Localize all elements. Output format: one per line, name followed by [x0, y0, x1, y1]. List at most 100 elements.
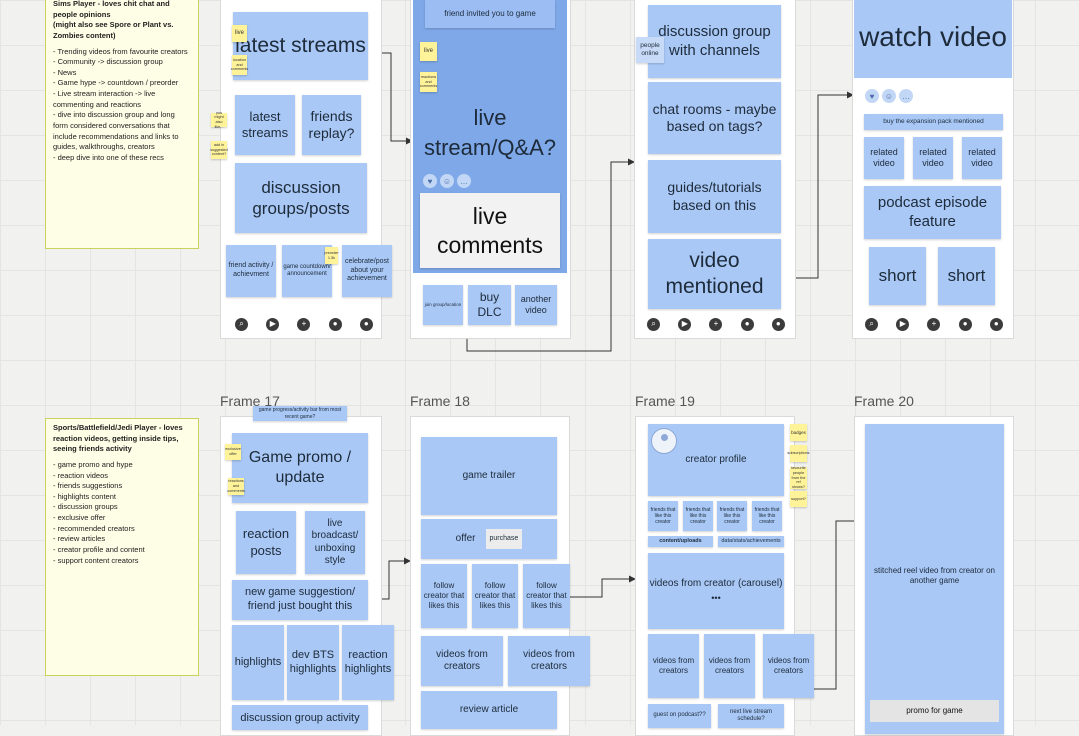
note-line: - reaction videos	[53, 470, 109, 480]
smile-icon[interactable]: ☺	[440, 174, 454, 188]
card-latest-streams[interactable]: latest streams	[235, 95, 295, 155]
card-guides[interactable]: guides/tutorials based on this	[648, 160, 781, 233]
heart-icon[interactable]: ♥	[865, 89, 879, 103]
card-discussion-channels[interactable]: discussion group with channels	[648, 5, 781, 78]
profile-icon[interactable]: ●	[359, 317, 373, 331]
card-game-trailer[interactable]: game trailer	[421, 437, 557, 515]
persona-note-sims: Sims Player - loves chit chat and people…	[45, 0, 199, 249]
frame-title: Frame 19	[635, 393, 695, 409]
play-icon[interactable]: ▶	[266, 317, 280, 331]
card-discussion-activity[interactable]: discussion group activity	[232, 705, 368, 730]
card-stitched-reel[interactable]: stitched reel video from creator on anot…	[865, 424, 1004, 734]
card-friends-like[interactable]: friends that like this creator	[752, 501, 782, 531]
card-offer[interactable]: offer purchase	[421, 519, 557, 559]
carousel-dots[interactable]: •••	[711, 592, 721, 603]
sticky-live: live	[232, 25, 247, 42]
plus-icon[interactable]: +	[927, 317, 941, 331]
note-line: - deep dive into one of these recs	[53, 152, 164, 162]
comment-icon[interactable]: …	[457, 174, 471, 188]
card-join-group[interactable]: join group/location	[423, 285, 463, 325]
card-videos-from-creators[interactable]: videos from creators	[648, 634, 699, 698]
card-buy-dlc[interactable]: buy DLC	[468, 285, 511, 325]
card-reaction-highlights[interactable]: reaction highlights	[342, 625, 394, 700]
card-videos-from-creators[interactable]: videos from creators	[508, 636, 590, 686]
frame-title: Frame 17	[220, 393, 280, 409]
sticky-reactions-comments: reactions and comments	[227, 478, 245, 495]
persona-title: Sims Player - loves chit chat and people…	[53, 0, 174, 40]
card-related-video[interactable]: related video	[864, 137, 904, 179]
note-line: - discussion groups	[53, 502, 118, 512]
card-friends-like[interactable]: friends that like this creator	[717, 501, 747, 531]
card-promo-game[interactable]: promo for game	[870, 700, 999, 722]
smile-icon[interactable]: ☺	[882, 89, 896, 103]
play-icon[interactable]: ▶	[678, 317, 692, 331]
card-related-video[interactable]: related video	[962, 137, 1002, 179]
persona-title: Sports/Battlefield/Jedi Player - loves r…	[53, 423, 183, 454]
card-podcast[interactable]: podcast episode feature	[864, 186, 1001, 239]
chat-icon[interactable]: ●	[328, 317, 342, 331]
card-friends-replay[interactable]: friends replay?	[302, 95, 361, 155]
comment-icon[interactable]: …	[899, 89, 913, 103]
note-line: - Game hype -> countdown / preorder	[53, 78, 179, 88]
card-videos-from-creators[interactable]: videos from creators	[421, 636, 503, 686]
card-discussion-groups[interactable]: discussion groups/posts	[235, 163, 367, 233]
heart-icon[interactable]: ♥	[423, 174, 437, 188]
card-watch-video[interactable]: watch video	[854, 0, 1012, 78]
plus-icon[interactable]: +	[709, 317, 723, 331]
frame-title: Frame 20	[854, 393, 914, 409]
live-stream-title: live stream/Q&A?	[423, 105, 557, 160]
card-live-broadcast[interactable]: live broadcast/ unboxing style	[305, 511, 365, 574]
card-game-countdown[interactable]: game countdown/ announcement	[282, 245, 332, 297]
card-friends-like[interactable]: friends that like this creator	[648, 501, 678, 531]
sticky-live: live	[420, 42, 437, 61]
card-live-comments[interactable]: live comments	[420, 193, 560, 268]
profile-icon[interactable]: ●	[989, 317, 1003, 331]
tab-data-stats[interactable]: data/stats/achievements	[718, 536, 784, 547]
plus-icon[interactable]: +	[297, 317, 311, 331]
search-icon[interactable]: ⌕	[235, 317, 249, 331]
card-follow-creator[interactable]: follow creator that likes this	[472, 564, 518, 628]
note-line: - exclusive offer	[53, 513, 106, 523]
chat-icon[interactable]: ●	[958, 317, 972, 331]
card-related-video[interactable]: related video	[913, 137, 953, 179]
reaction-buttons: ♥ ☺ …	[423, 174, 471, 188]
card-next-live[interactable]: next live stream schedule?	[718, 704, 784, 728]
sticky-exclusive-offer: exclusive offer	[225, 444, 241, 460]
note-line: - review articles	[53, 534, 106, 544]
card-follow-creator[interactable]: follow creator that likes this	[421, 564, 467, 628]
card-friend-activity[interactable]: friend activity / achievment	[226, 245, 276, 297]
card-short[interactable]: short	[869, 247, 926, 305]
card-review-article[interactable]: review article	[421, 691, 557, 729]
sticky-preorder: preorder 1.5k	[324, 247, 339, 264]
card-videos-carousel[interactable]: videos from creator (carousel) •••	[648, 553, 784, 629]
carousel-label: videos from creator (carousel)	[649, 578, 783, 590]
card-dev-bts[interactable]: dev BTS highlights	[287, 625, 339, 700]
card-reaction-posts[interactable]: reaction posts	[236, 511, 296, 574]
card-game-promo[interactable]: Game promo / update	[232, 433, 368, 503]
card-friends-like[interactable]: friends that like this creator	[683, 501, 713, 531]
card-new-game[interactable]: new game suggestion/ friend just bought …	[232, 580, 368, 620]
card-buy-expansion[interactable]: buy the expansion pack mentioned	[864, 114, 1003, 130]
tab-content-uploads[interactable]: content/uploads	[648, 536, 713, 547]
card-another-video[interactable]: another video	[515, 285, 557, 325]
card-guest-podcast[interactable]: guest on podcast??	[648, 704, 711, 728]
card-celebrate[interactable]: celebrate/post about your achievement	[342, 245, 392, 297]
card-friend-invited[interactable]: friend invited you to game	[425, 0, 555, 28]
card-chat-rooms[interactable]: chat rooms - maybe based on tags?	[648, 82, 781, 154]
purchase-button[interactable]: purchase	[485, 528, 523, 550]
card-videos-from-creators[interactable]: videos from creators	[763, 634, 814, 698]
profile-icon[interactable]: ●	[771, 317, 785, 331]
play-icon[interactable]: ▶	[896, 317, 910, 331]
search-icon[interactable]: ⌕	[865, 317, 879, 331]
sticky-favourite-people: favourite people from the ref shows?	[790, 466, 807, 490]
card-latest-streams-big[interactable]: latest streams	[233, 12, 368, 80]
card-follow-creator[interactable]: follow creator that likes this	[523, 564, 570, 628]
card-short[interactable]: short	[938, 247, 995, 305]
bottom-nav: ⌕ ▶ + ● ●	[856, 313, 1012, 335]
card-highlights[interactable]: highlights	[232, 625, 284, 700]
note-line: - game promo and hype	[53, 459, 133, 469]
chat-icon[interactable]: ●	[740, 317, 754, 331]
card-video-mentioned[interactable]: video mentioned	[648, 239, 781, 309]
search-icon[interactable]: ⌕	[647, 317, 661, 331]
card-videos-from-creators[interactable]: videos from creators	[704, 634, 755, 698]
